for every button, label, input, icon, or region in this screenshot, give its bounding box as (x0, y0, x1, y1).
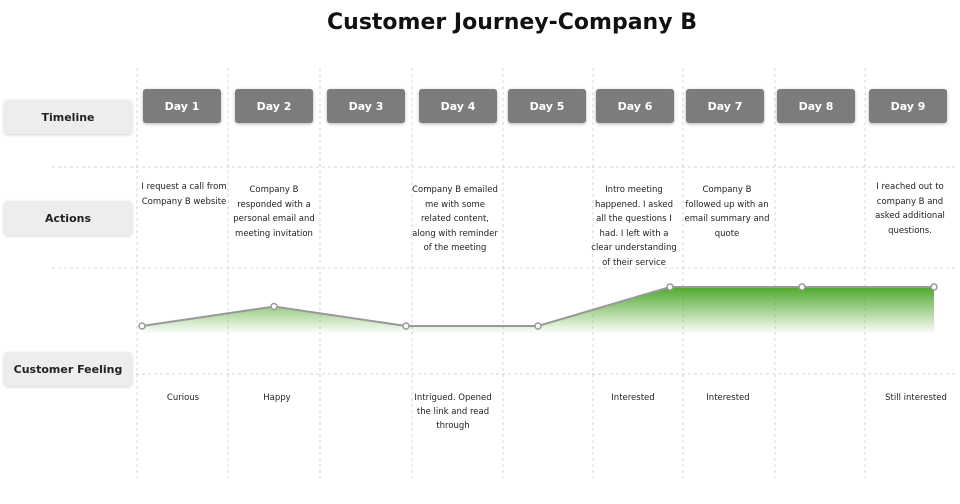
feeling-point-day-8 (798, 283, 806, 291)
feeling-point-day-1 (138, 322, 146, 330)
feeling-day-6: Interested (611, 393, 655, 403)
feeling-point-day-2 (270, 302, 278, 311)
feeling-area-fill (142, 287, 934, 334)
day-box-7: Day 7 (686, 89, 764, 123)
action-day-6: Intro meeting happened. I asked all the … (591, 185, 677, 268)
day-box-6: Day 6 (596, 89, 674, 123)
day-box-9: Day 9 (869, 89, 947, 123)
feeling-day-1: Curious (166, 393, 200, 403)
day-box-1: Day 1 (143, 89, 221, 123)
action-day-2: Company B responded with a personal emai… (233, 185, 315, 239)
feeling-point-day-6 (666, 283, 674, 291)
day-box-5: Day 5 (508, 89, 586, 123)
action-day-1: I request a call from Company B website (141, 182, 227, 207)
feeling-point-day-4 (402, 322, 410, 330)
feeling-day-7: Interested (706, 393, 750, 403)
page-title: Customer Journey-Company B (327, 10, 697, 35)
action-day-4: Company B emailed me with some related c… (412, 185, 498, 253)
action-day-9: I reached out to company B and asked add… (875, 182, 945, 236)
action-day-7: Company B followed up with an email summ… (684, 185, 770, 239)
feeling-point-day-9 (930, 283, 938, 291)
day-box-3: Day 3 (327, 89, 405, 123)
feeling-day-2: Happy (263, 393, 291, 403)
feeling-day-9: Still interested (885, 393, 947, 403)
row-label-actions: Actions (4, 201, 132, 235)
day-box-2: Day 2 (235, 89, 313, 123)
row-label-timeline: Timeline (4, 100, 132, 134)
day-box-4: Day 4 (419, 89, 497, 123)
feeling-day-4: Intrigued. Opened the link and read thro… (414, 393, 492, 431)
day-box-8: Day 8 (777, 89, 855, 123)
feeling-point-day-5 (534, 322, 542, 330)
row-label-customer-feeling: Customer Feeling (4, 352, 132, 386)
